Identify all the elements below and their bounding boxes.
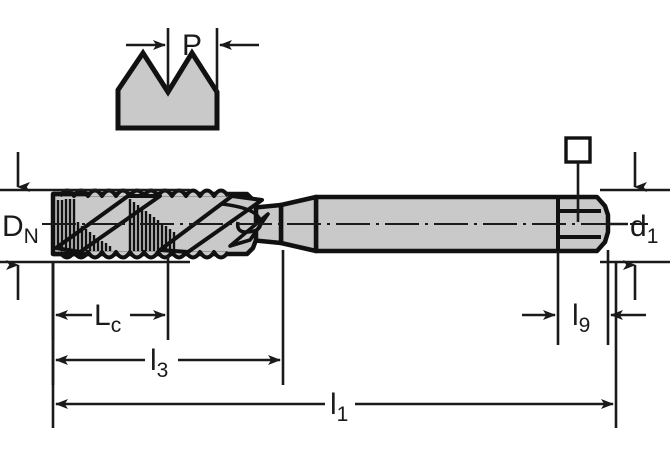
dimension-l9: l9 [522,250,646,345]
dimension-label-l9: l9 [572,299,590,337]
dimension-Lc: Lc [51,256,170,340]
thread-hatching-middle [128,199,176,251]
thread-profile-detail: P [115,28,259,131]
dimension-label-l1: l1 [330,388,348,426]
tap-main-view [42,188,648,260]
thread-profile-shape [115,48,220,131]
flute-runout-curl [221,202,263,234]
dimension-label-Lc: Lc [94,299,121,337]
dimension-label-l3: l3 [150,344,168,382]
square-symbol-glyph [564,136,592,164]
dimension-d1: d1 [600,152,670,300]
square-drive-symbol [564,136,592,222]
dimension-DN: DN [0,152,190,300]
dimension-label-P: P [182,29,202,62]
dimension-label-DN: DN [2,210,39,248]
dimension-label-d1: d1 [630,210,658,248]
tap-chamfer-taper [53,191,88,257]
dimension-l1: l1 [51,262,618,428]
